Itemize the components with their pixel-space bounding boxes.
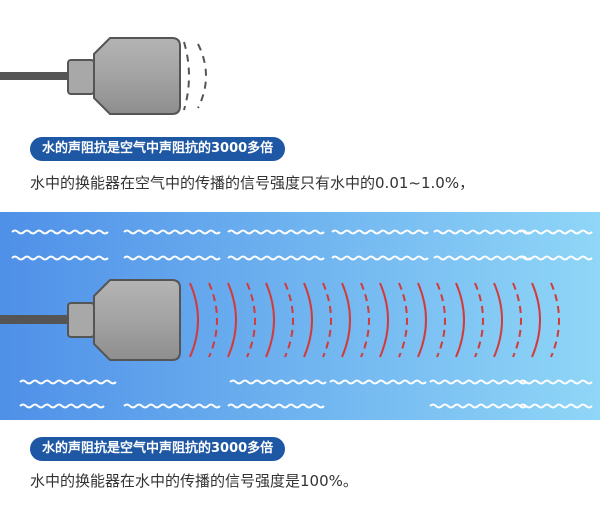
water-ripple-icon: [331, 229, 429, 235]
sound-wave-arc: [398, 282, 408, 358]
water-ripple-icon: [227, 255, 325, 261]
water-ripple-icon: [519, 379, 593, 385]
sound-wave-arc: [303, 282, 313, 358]
water-ripple-icon: [433, 229, 531, 235]
sound-wave-arc: [455, 282, 465, 358]
water-ripple-icon: [227, 229, 325, 235]
sound-wave-arc: [227, 282, 237, 358]
water-cable: [0, 315, 72, 324]
air-transducer-neck: [67, 59, 95, 95]
sound-wave-arc: [341, 282, 351, 358]
water-ripple-icon: [229, 379, 327, 385]
water-ripple-icon: [429, 379, 527, 385]
sound-wave-icon: [189, 282, 560, 358]
water-ripple-icon: [227, 403, 325, 409]
sound-wave-arc: [550, 282, 560, 358]
sound-wave-arc: [474, 282, 484, 358]
water-ripple-icon: [11, 255, 109, 261]
sound-wave-arc: [436, 282, 446, 358]
sound-wave-arc: [284, 282, 294, 358]
water-ripple-icon: [519, 255, 593, 261]
sound-wave-arc: [189, 282, 199, 358]
water-transducer-body: [93, 279, 181, 361]
water-ripple-icon: [429, 403, 527, 409]
sound-wave-arc: [322, 282, 332, 358]
air-section-caption: 水中的换能器在空气中的传播的信号强度只有水中的0.01~1.0%，: [30, 174, 475, 192]
water-ripple-icon: [123, 229, 221, 235]
water-transducer-neck: [67, 302, 95, 338]
air-transducer: [0, 37, 207, 115]
water-ripple-icon: [19, 403, 105, 409]
sound-wave-arc: [493, 282, 503, 358]
sound-wave-arc: [417, 282, 427, 358]
water-section-badge: 水的声阻抗是空气中声阻抗的3000多倍: [30, 437, 286, 461]
water-transducer: [0, 279, 181, 361]
sound-wave-arc: [531, 282, 541, 358]
sound-wave-arc: [208, 282, 218, 358]
sound-wave-arc: [379, 282, 389, 358]
air-wave-outer: [183, 41, 190, 111]
air-transducer-body: [93, 37, 181, 115]
water-ripple-icon: [123, 403, 221, 409]
water-ripple-icon: [433, 255, 531, 261]
water-ripple-icon: [331, 255, 429, 261]
air-cable: [0, 72, 72, 80]
water-section-caption: 水中的换能器在水中的传播的信号强度是100%。: [30, 472, 358, 490]
sound-wave-arc: [265, 282, 275, 358]
sound-wave-arc: [246, 282, 256, 358]
water-ripple-icon: [519, 403, 593, 409]
sound-wave-arc: [360, 282, 370, 358]
water-ripple-icon: [19, 379, 117, 385]
water-ripple-icon: [11, 229, 109, 235]
water-ripple-icon: [519, 229, 593, 235]
sound-wave-arc: [512, 282, 522, 358]
air-section-badge: 水的声阻抗是空气中声阻抗的3000多倍: [30, 137, 286, 161]
air-wave-inner: [197, 43, 207, 109]
water-ripple-icon: [329, 379, 427, 385]
water-ripples: [11, 229, 593, 409]
water-ripple-icon: [123, 255, 221, 261]
